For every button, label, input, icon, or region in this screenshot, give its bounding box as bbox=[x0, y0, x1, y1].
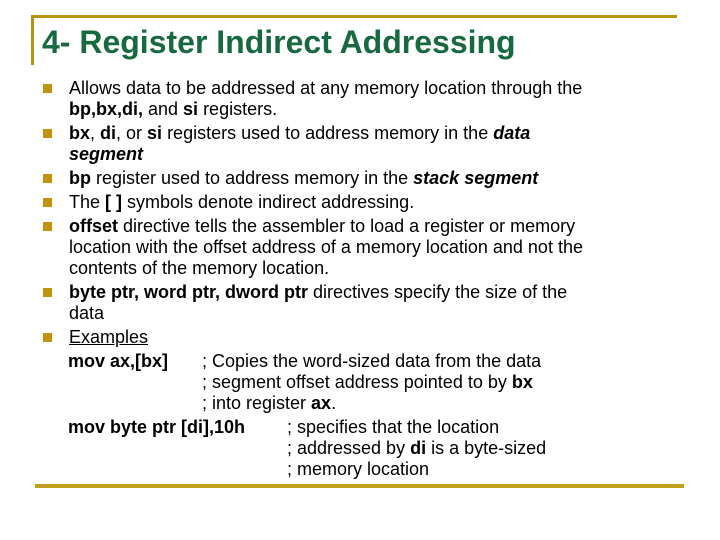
bullet-text: Allows data to be addressed at any memor… bbox=[69, 78, 692, 120]
bullet-square-icon bbox=[43, 174, 52, 183]
text-segment: ; memory location bbox=[287, 459, 430, 479]
text-segment: contents of the memory location. bbox=[69, 258, 330, 278]
slide-bottom-border bbox=[35, 484, 684, 488]
text-segment: bx bbox=[511, 372, 533, 392]
example-row: mov ax,[bx] ; Copies the word-sized data … bbox=[68, 351, 692, 414]
title-top-border bbox=[31, 15, 677, 18]
bullet-square-icon bbox=[43, 288, 52, 297]
bullet-text: byte ptr, word ptr, dword ptr directives… bbox=[69, 282, 692, 324]
example-code: mov ax,[bx] bbox=[68, 351, 202, 414]
text-segment: location with the offset address of a me… bbox=[69, 237, 583, 257]
text-segment: mov ax,[bx] bbox=[68, 351, 169, 371]
bullet-item: Examples bbox=[42, 327, 692, 348]
example-comments: ; specifies that the location; addressed… bbox=[287, 417, 692, 480]
slide-body: Allows data to be addressed at any memor… bbox=[42, 78, 692, 480]
text-segment: ; Copies the word-sized data from the da… bbox=[202, 351, 542, 371]
bullet-item: The [ ] symbols denote indirect addressi… bbox=[42, 192, 692, 213]
text-segment: stack segment bbox=[413, 168, 539, 188]
bullet-text-line: offset directive tells the assembler to … bbox=[69, 216, 692, 237]
text-segment: data bbox=[493, 123, 531, 143]
bullet-square-icon bbox=[43, 198, 52, 207]
bullet-item: Allows data to be addressed at any memor… bbox=[42, 78, 692, 120]
bullet-text-line: bp,bx,di, and si registers. bbox=[69, 99, 692, 120]
text-segment: di bbox=[410, 438, 427, 458]
example-comment-line: ; into register ax. bbox=[202, 393, 692, 414]
text-segment: registers used to address memory in the bbox=[162, 123, 494, 143]
text-segment: is a byte-sized bbox=[426, 438, 547, 458]
text-segment: bp bbox=[69, 168, 91, 188]
bullet-text: The [ ] symbols denote indirect addressi… bbox=[69, 192, 692, 213]
text-segment: directive tells the assembler to load a … bbox=[118, 216, 576, 236]
bullet-text: offset directive tells the assembler to … bbox=[69, 216, 692, 279]
bullet-square-icon bbox=[43, 222, 52, 231]
text-segment: [ ] bbox=[105, 192, 123, 212]
slide-title: 4- Register Indirect Addressing bbox=[42, 24, 516, 60]
example-comments: ; Copies the word-sized data from the da… bbox=[202, 351, 692, 414]
bullet-text-line: Examples bbox=[69, 327, 692, 348]
text-segment: si bbox=[147, 123, 163, 143]
text-segment: di bbox=[100, 123, 117, 143]
example-comment-line: ; specifies that the location bbox=[287, 417, 692, 438]
bullet-text: bx, di, or si registers used to address … bbox=[69, 123, 692, 165]
bullet-square-icon bbox=[43, 333, 52, 342]
bullet-text: Examples bbox=[69, 327, 692, 348]
example-code: mov byte ptr [di],10h bbox=[68, 417, 287, 480]
bullet-item: bx, di, or si registers used to address … bbox=[42, 123, 692, 165]
bullet-text-line: bp register used to address memory in th… bbox=[69, 168, 692, 189]
text-segment: segment bbox=[69, 144, 144, 164]
text-segment: The bbox=[69, 192, 106, 212]
text-segment: offset bbox=[69, 216, 118, 236]
bullet-text-line: The [ ] symbols denote indirect addressi… bbox=[69, 192, 692, 213]
text-segment: directives specify the size of the bbox=[308, 282, 568, 302]
text-segment: bp,bx,di, bbox=[69, 99, 143, 119]
bullet-text-line: bx, di, or si registers used to address … bbox=[69, 123, 692, 144]
example-comment-line: ; addressed by di is a byte-sized bbox=[287, 438, 692, 459]
example-row: mov byte ptr [di],10h ; specifies that th… bbox=[68, 417, 692, 480]
examples-block: mov ax,[bx] ; Copies the word-sized data … bbox=[68, 351, 692, 480]
bullet-text-line: byte ptr, word ptr, dword ptr directives… bbox=[69, 282, 692, 303]
example-comment-line: ; segment offset address pointed to by b… bbox=[202, 372, 692, 393]
bullet-square-icon bbox=[43, 84, 52, 93]
bullet-item: offset directive tells the assembler to … bbox=[42, 216, 692, 279]
bullet-text-line: contents of the memory location. bbox=[69, 258, 692, 279]
bullet-item: bp register used to address memory in th… bbox=[42, 168, 692, 189]
text-segment: ax bbox=[311, 393, 332, 413]
example-comment-line: ; memory location bbox=[287, 459, 692, 480]
bullet-list: Allows data to be addressed at any memor… bbox=[42, 78, 692, 348]
example-comment-line: ; Copies the word-sized data from the da… bbox=[202, 351, 692, 372]
text-segment: si bbox=[183, 99, 199, 119]
text-segment: Examples bbox=[69, 327, 149, 347]
text-segment: data bbox=[69, 303, 105, 323]
text-segment: ; segment offset address pointed to by bbox=[202, 372, 512, 392]
text-segment: . bbox=[331, 393, 337, 413]
text-segment: symbols denote indirect addressing. bbox=[122, 192, 415, 212]
bullet-text-line: Allows data to be addressed at any memor… bbox=[69, 78, 692, 99]
text-segment: ; into register bbox=[202, 393, 312, 413]
bullet-text-line: data bbox=[69, 303, 692, 324]
text-segment: register used to address memory in the bbox=[91, 168, 414, 188]
bullet-text-line: location with the offset address of a me… bbox=[69, 237, 692, 258]
bullet-square-icon bbox=[43, 129, 52, 138]
text-segment: , bbox=[90, 123, 101, 143]
text-segment: mov byte ptr [di],10h bbox=[68, 417, 246, 437]
text-segment: , or bbox=[116, 123, 148, 143]
text-segment: ; specifies that the location bbox=[287, 417, 500, 437]
text-segment: and bbox=[143, 99, 184, 119]
bullet-text-line: segment bbox=[69, 144, 692, 165]
text-segment: Allows data to be addressed at any memor… bbox=[69, 78, 583, 98]
title-left-border bbox=[31, 15, 34, 65]
text-segment: ; addressed by bbox=[287, 438, 411, 458]
bullet-item: byte ptr, word ptr, dword ptr directives… bbox=[42, 282, 692, 324]
text-segment: bx bbox=[69, 123, 91, 143]
bullet-text: bp register used to address memory in th… bbox=[69, 168, 692, 189]
text-segment: registers. bbox=[198, 99, 278, 119]
text-segment: byte ptr, word ptr, dword ptr bbox=[69, 282, 309, 302]
